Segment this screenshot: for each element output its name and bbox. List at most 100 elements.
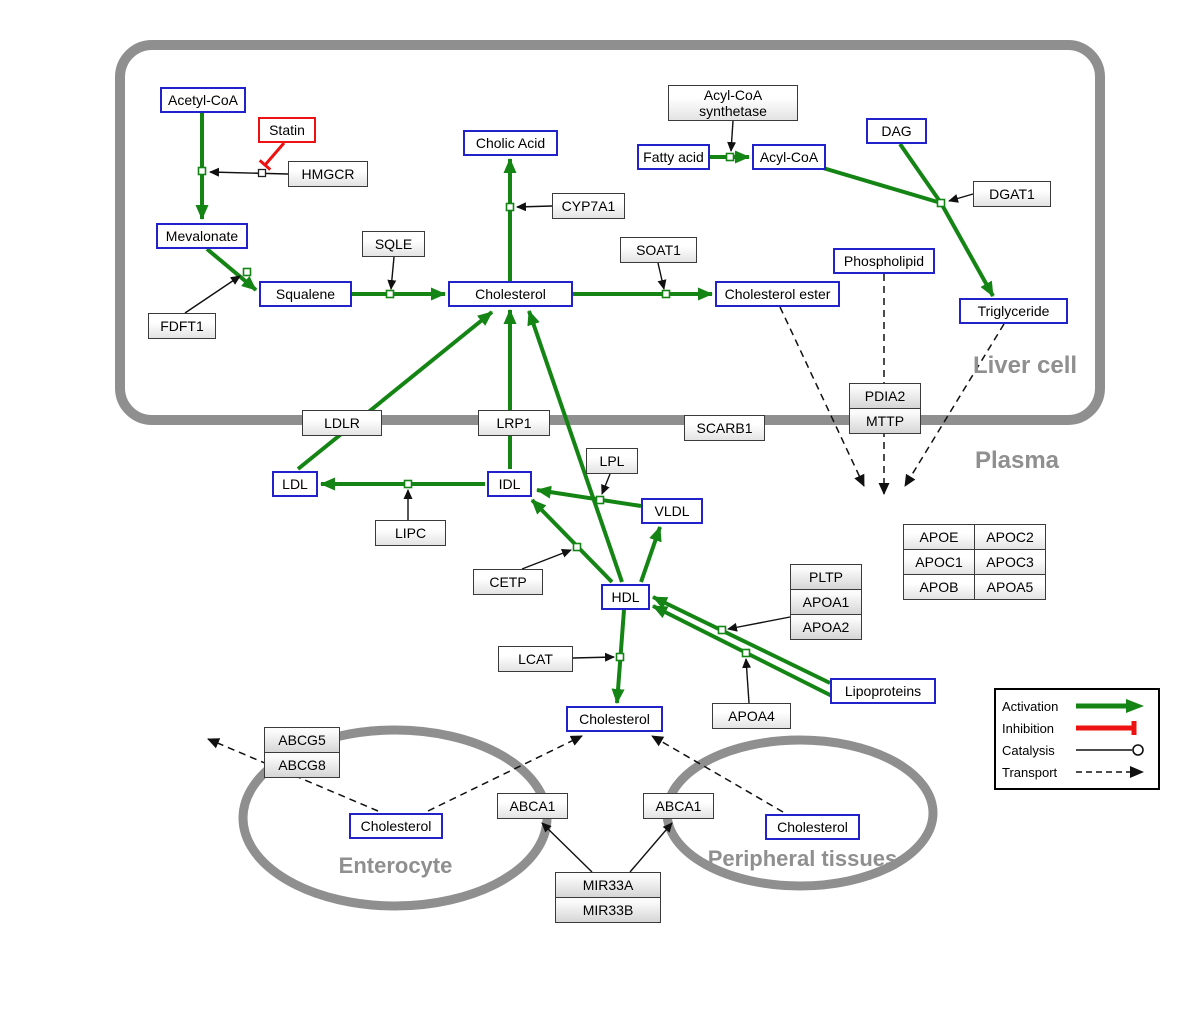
node-dgat1[interactable]: DGAT1 bbox=[973, 181, 1051, 207]
node-acetyl-coa[interactable]: Acetyl-CoA bbox=[160, 87, 246, 113]
node-acyl-coa-2[interactable]: Acyl-CoA bbox=[752, 144, 826, 170]
edge-transport-peripheral-cholesterol bbox=[651, 735, 784, 813]
node-apoc2[interactable]: APOC2 bbox=[974, 524, 1046, 550]
node-sqle[interactable]: SQLE bbox=[362, 231, 425, 257]
edge-catalysis-hmgcr bbox=[209, 167, 289, 177]
edge-catalysis-lpl bbox=[601, 473, 611, 495]
node-lipoproteins[interactable]: Lipoproteins bbox=[830, 678, 936, 704]
peripheral-tissues-label: Peripheral tissues bbox=[707, 846, 898, 871]
legend: Activation Inhibition Catalysis Transpor… bbox=[994, 688, 1160, 790]
node-hdl[interactable]: HDL bbox=[601, 584, 650, 610]
node-apoa4[interactable]: APOA4 bbox=[712, 703, 791, 729]
legend-catalysis-row: Catalysis bbox=[1002, 739, 1152, 761]
node-lrp1[interactable]: LRP1 bbox=[478, 410, 550, 436]
node-soat1[interactable]: SOAT1 bbox=[620, 237, 697, 263]
node-hmgcr[interactable]: HMGCR bbox=[288, 161, 368, 187]
node-scarb1[interactable]: SCARB1 bbox=[684, 415, 765, 441]
edge-vldl-idl bbox=[536, 485, 642, 508]
node-cholesterol-peripheral[interactable]: Cholesterol bbox=[765, 814, 860, 840]
node-cholesterol-liver[interactable]: Cholesterol bbox=[448, 281, 573, 307]
node-mevalonate[interactable]: Mevalonate bbox=[156, 223, 248, 249]
node-mir33a[interactable]: MIR33A bbox=[555, 872, 661, 898]
node-apob[interactable]: APOB bbox=[903, 574, 975, 600]
edge-catalysis-dgat1 bbox=[948, 193, 974, 203]
node-apoc3[interactable]: APOC3 bbox=[974, 549, 1046, 575]
node-statin[interactable]: Statin bbox=[258, 117, 316, 143]
node-cetp[interactable]: CETP bbox=[473, 569, 543, 595]
acyl-coa-synthetase-line1: Acyl-CoA bbox=[703, 86, 763, 103]
node-mir33b[interactable]: MIR33B bbox=[555, 897, 661, 923]
legend-transport-row: Transport bbox=[1002, 761, 1152, 783]
edge-transport-triglyceride-plasma bbox=[904, 323, 1005, 487]
edge-hdl-idl bbox=[530, 498, 614, 584]
node-cholesterol-plasma[interactable]: Cholesterol bbox=[566, 706, 663, 732]
edge-catalysis-pltp-stack bbox=[727, 616, 791, 632]
edge-catalysis-soat1 bbox=[657, 262, 667, 290]
node-fdft1[interactable]: FDFT1 bbox=[148, 313, 216, 339]
edge-acylcoa-junction bbox=[822, 166, 942, 205]
inhibition-tbar-icon bbox=[1076, 721, 1137, 735]
node-apoe[interactable]: APOE bbox=[903, 524, 975, 550]
legend-inhibition-label: Inhibition bbox=[1002, 720, 1055, 736]
edge-ldl-cholesterol bbox=[296, 310, 494, 471]
legend-inhibition-row: Inhibition bbox=[1002, 717, 1152, 739]
node-lcat[interactable]: LCAT bbox=[498, 646, 573, 672]
node-triglyceride[interactable]: Triglyceride bbox=[959, 298, 1068, 324]
node-lipc[interactable]: LIPC bbox=[375, 520, 446, 546]
edge-hdl-vldl bbox=[639, 526, 662, 583]
edge-catalysis-acylcoa-synthetase bbox=[727, 120, 737, 152]
reaction-anchors bbox=[197, 152, 946, 662]
node-vldl[interactable]: VLDL bbox=[641, 498, 703, 524]
edge-lipoproteins-hdl-upper bbox=[652, 595, 831, 685]
edge-transport-cholesterol-abcg bbox=[207, 738, 379, 812]
edge-catalysis-lcat bbox=[572, 652, 615, 662]
legend-activation-row: Activation bbox=[1002, 695, 1152, 717]
node-acyl-coa-synthetase[interactable]: Acyl-CoA synthetase bbox=[668, 85, 798, 121]
node-fatty-acid[interactable]: Fatty acid bbox=[637, 144, 710, 170]
node-squalene[interactable]: Squalene bbox=[259, 281, 352, 307]
edge-catalysis-cyp7a1 bbox=[516, 202, 553, 212]
edge-catalysis-fdft1 bbox=[184, 275, 241, 314]
edge-transport-enterocyte-cholesterol bbox=[427, 735, 583, 812]
enterocyte-label: Enterocyte bbox=[338, 853, 453, 878]
node-cyp7a1[interactable]: CYP7A1 bbox=[552, 193, 625, 219]
edge-inhibition-statin bbox=[263, 142, 286, 166]
liver-cell-label: Liver cell bbox=[972, 352, 1078, 379]
node-abca1-peripheral[interactable]: ABCA1 bbox=[643, 793, 714, 819]
edge-catalysis-apoa4 bbox=[742, 658, 752, 704]
node-dag[interactable]: DAG bbox=[866, 118, 927, 144]
statin-inhibition-anchor bbox=[257, 168, 267, 178]
node-lpl[interactable]: LPL bbox=[586, 448, 638, 474]
acyl-coa-synthetase-line2: synthetase bbox=[699, 103, 767, 119]
node-phospholipid[interactable]: Phospholipid bbox=[833, 248, 935, 274]
node-apoa2[interactable]: APOA2 bbox=[790, 614, 862, 640]
edge-dag-junction bbox=[898, 142, 943, 205]
node-apoa1[interactable]: APOA1 bbox=[790, 589, 862, 615]
node-cholesterol-enterocyte[interactable]: Cholesterol bbox=[349, 813, 443, 839]
plasma-label: Plasma bbox=[974, 447, 1060, 474]
legend-activation-label: Activation bbox=[1002, 698, 1059, 714]
activation-arrow-icon bbox=[1076, 699, 1144, 713]
edge-catalysis-sqle bbox=[387, 256, 397, 290]
edge-catalysis-cetp bbox=[521, 549, 572, 570]
edge-mevalonate-squalene bbox=[205, 247, 258, 292]
edge-transport-cholesterolester-plasma bbox=[779, 306, 865, 487]
edge-mir33-abca1-right bbox=[629, 822, 673, 873]
node-idl[interactable]: IDL bbox=[487, 471, 532, 497]
node-abcg5[interactable]: ABCG5 bbox=[264, 727, 340, 753]
node-abcg8[interactable]: ABCG8 bbox=[264, 752, 340, 778]
node-pltp[interactable]: PLTP bbox=[790, 564, 862, 590]
node-apoa5[interactable]: APOA5 bbox=[974, 574, 1046, 600]
node-ldl[interactable]: LDL bbox=[272, 471, 318, 497]
edge-junction-triglyceride bbox=[939, 202, 995, 297]
catalysis-circle-icon bbox=[1076, 744, 1144, 756]
legend-catalysis-label: Catalysis bbox=[1002, 742, 1055, 758]
node-ldlr[interactable]: LDLR bbox=[302, 410, 382, 436]
node-pdia2[interactable]: PDIA2 bbox=[849, 383, 921, 409]
node-mttp[interactable]: MTTP bbox=[849, 408, 921, 434]
node-abca1-enterocyte[interactable]: ABCA1 bbox=[497, 793, 568, 819]
node-cholic-acid[interactable]: Cholic Acid bbox=[463, 130, 558, 156]
node-apoc1[interactable]: APOC1 bbox=[903, 549, 975, 575]
node-cholesterol-ester[interactable]: Cholesterol ester bbox=[715, 281, 840, 307]
